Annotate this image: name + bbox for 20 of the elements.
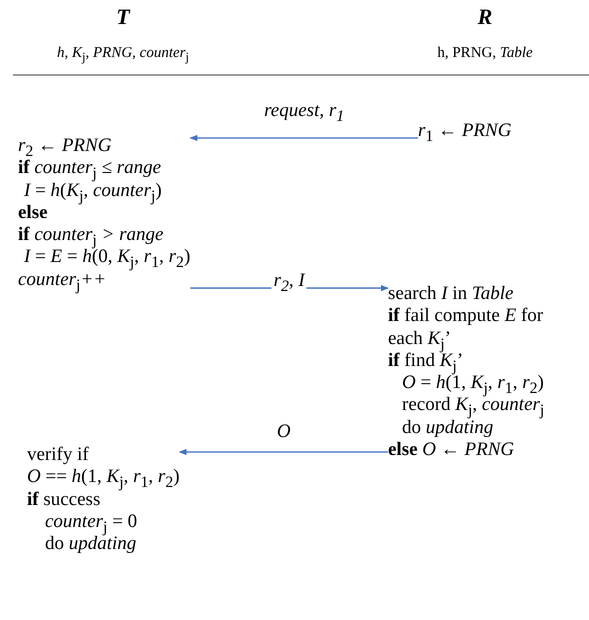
pseudo-code-line: each K$_{j}$’ <box>388 328 452 350</box>
message-arrow <box>190 134 418 142</box>
pseudo-code-line: else <box>18 202 49 224</box>
column-heading: R <box>478 4 492 30</box>
pseudo-code-line: if counter$_{j}$ > range <box>18 224 164 246</box>
pseudo-code-line: counter$_{j}$++ <box>18 268 108 292</box>
pseudo-code-line: else O ← PRNG <box>388 439 516 462</box>
text-label: r$_{1}$ ← PRNG <box>418 119 512 143</box>
pseudo-code-line: if counter$_{j}$ ≤ range <box>18 157 162 180</box>
pseudo-code-line: O == h(1, K$_{j}$, r$_{1}$, r$_{2}$) <box>26 466 180 489</box>
pseudo-code-line: if fail compute E for <box>388 305 544 328</box>
column-subtitle: h, PRNG, Table <box>437 45 533 62</box>
pseudo-code-line: r$_{2}$ ← PRNG <box>18 135 112 158</box>
column-heading: T <box>116 4 130 30</box>
pseudo-code-line: counter$_{j}$ = 0 <box>44 510 138 534</box>
pseudo-code-line: if success <box>26 488 102 511</box>
pseudo-code-line: search I in Table <box>388 283 514 306</box>
pseudo-code-line: verify if <box>26 444 90 466</box>
column-subtitle: h, K$_{j}$, PRNG, counter$_{j}$ <box>57 45 189 62</box>
message-arrow <box>178 448 388 456</box>
